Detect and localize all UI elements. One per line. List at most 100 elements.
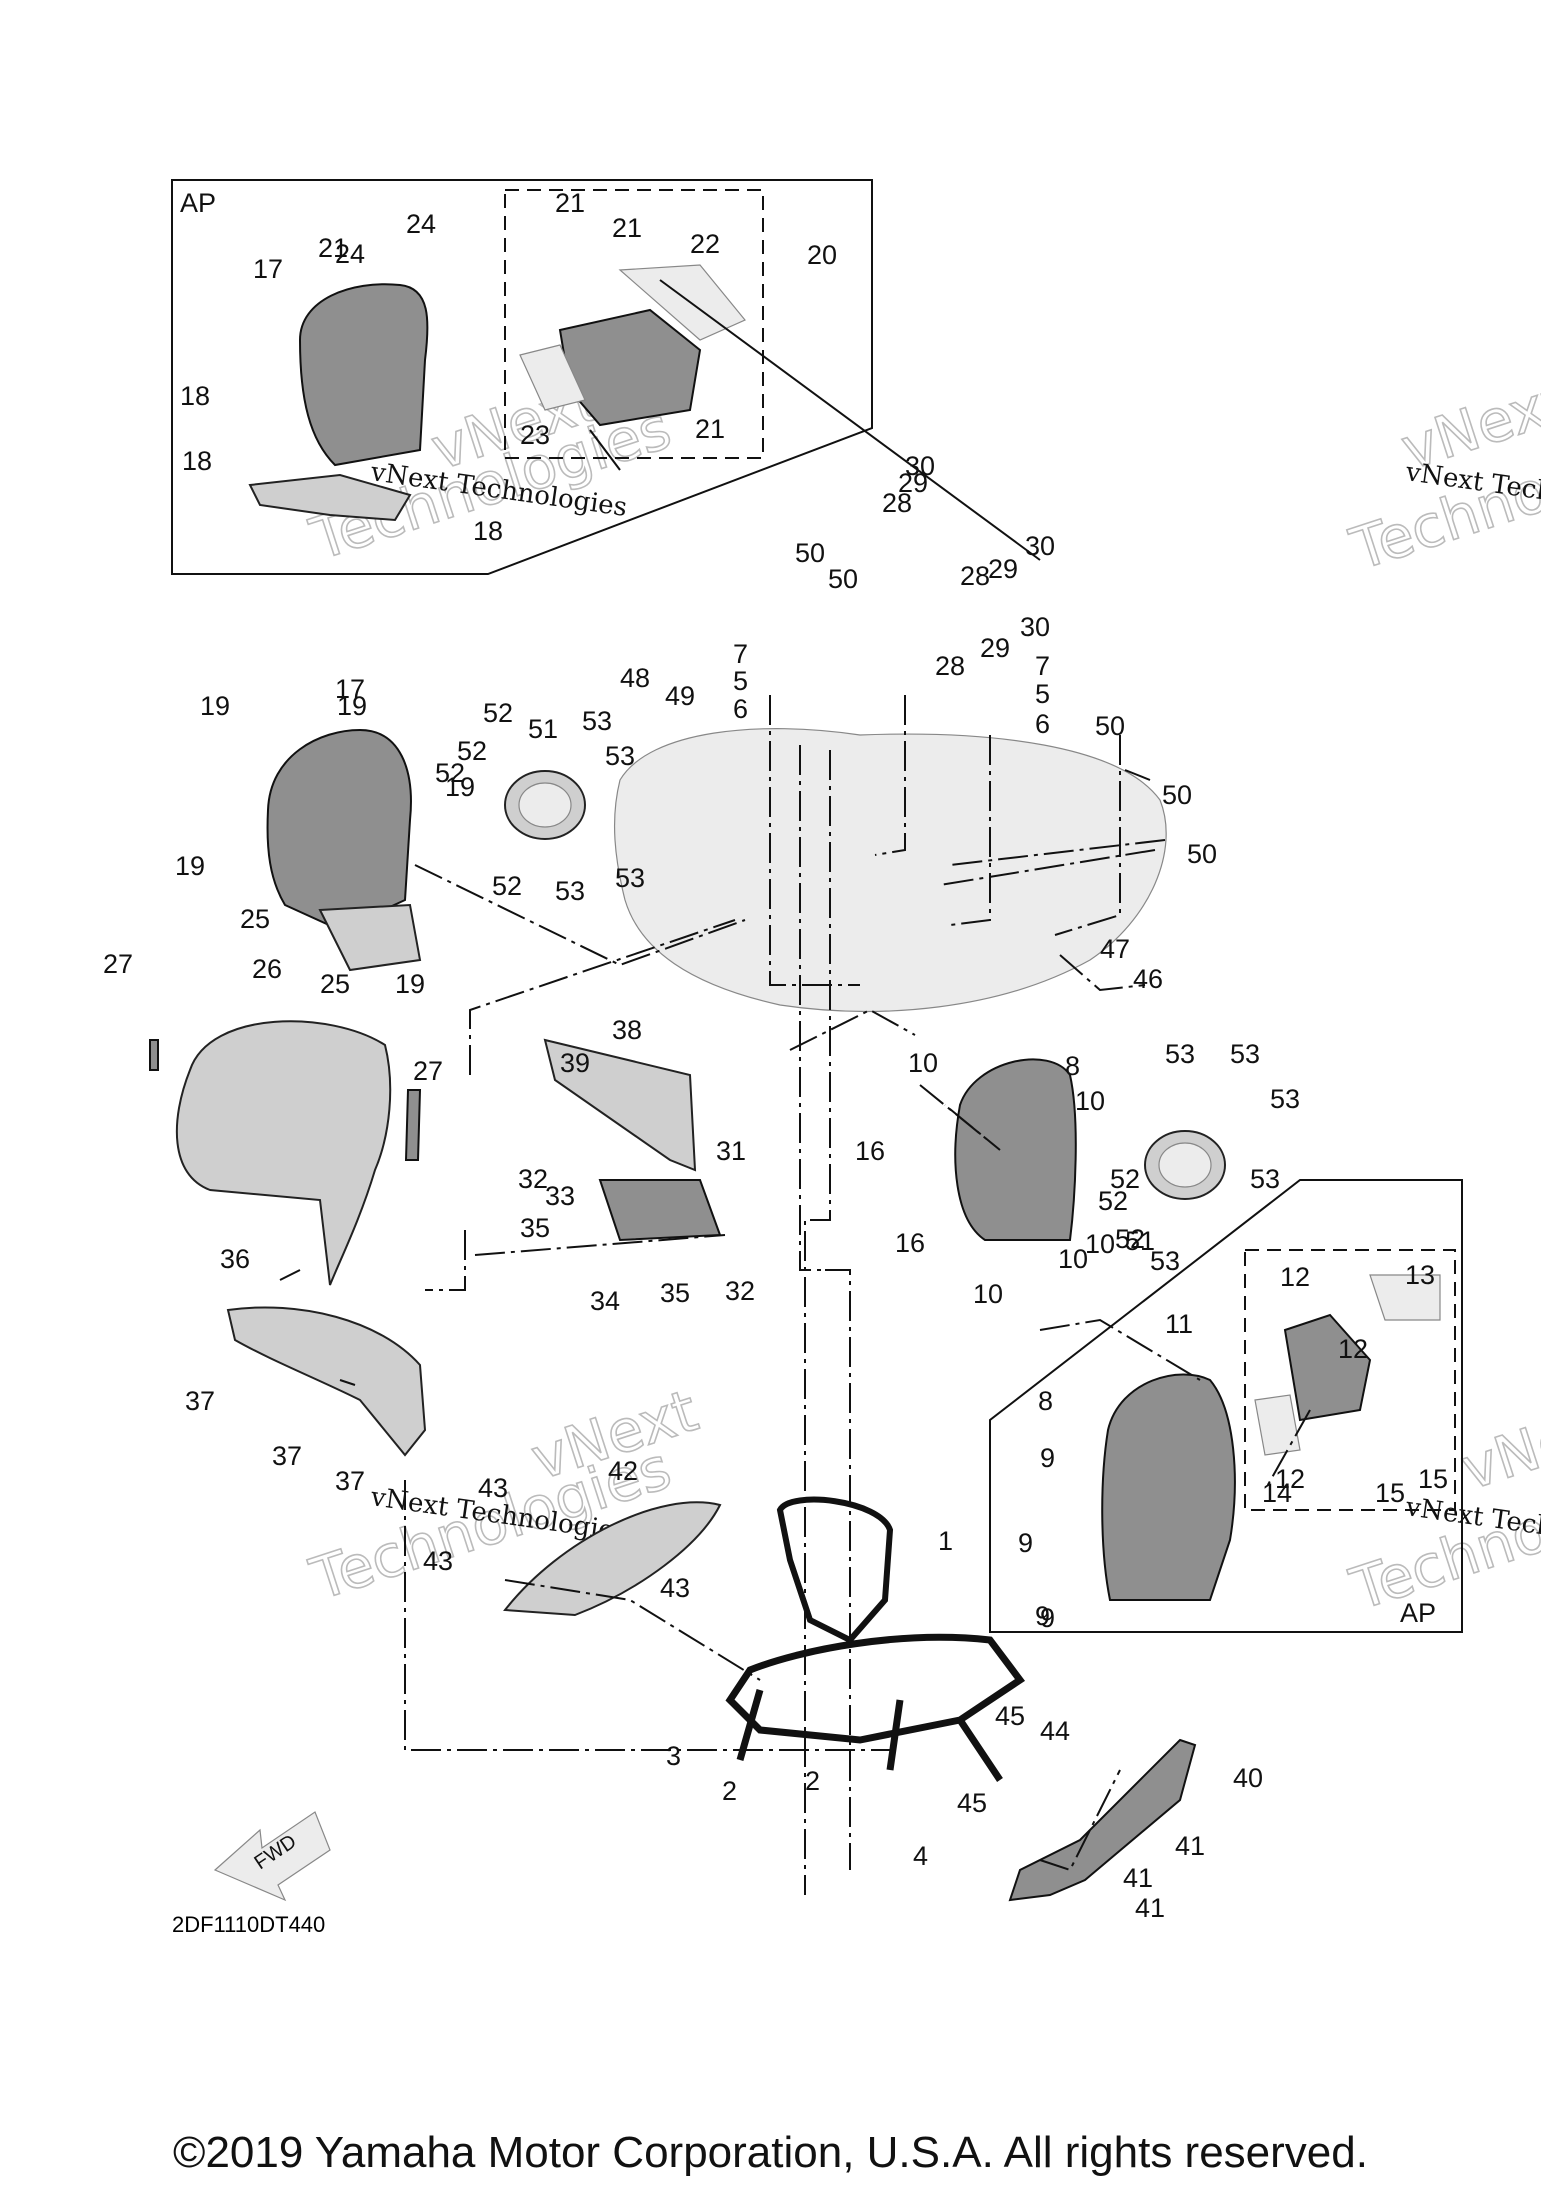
ap-label-right: AP <box>1400 1598 1436 1628</box>
callout: 30 <box>905 451 935 481</box>
callout: 10 <box>1058 1244 1088 1274</box>
callout-labels: 1 2 2 3 4 5 5 6 6 7 7 8 8 9 9 9 9 10 10 … <box>103 188 1448 1923</box>
trunk-lid-17 <box>266 728 422 972</box>
callout: 52 <box>483 698 513 728</box>
callout: 19 <box>200 691 230 721</box>
ap-inset-top: AP <box>171 179 873 575</box>
backrest-26 <box>149 1020 422 1286</box>
callout: 34 <box>590 1286 620 1316</box>
mesh-13 <box>1369 1274 1441 1321</box>
callout: 6 <box>733 694 748 724</box>
callout: 46 <box>1133 964 1163 994</box>
callout: 27 <box>413 1056 443 1086</box>
callout: 37 <box>335 1466 365 1496</box>
copyright-footer: ©2019 Yamaha Motor Corporation, U.S.A. A… <box>173 2128 1368 2177</box>
callout: 38 <box>612 1015 642 1045</box>
callout: 21 <box>612 213 642 243</box>
callout: 47 <box>1100 934 1130 964</box>
callout: 11 <box>1165 1309 1193 1339</box>
callout: 45 <box>957 1788 987 1818</box>
speaker-51-left <box>504 770 586 840</box>
callout: 16 <box>855 1136 885 1166</box>
callout: 9 <box>1018 1528 1033 1558</box>
mesh-23 <box>519 344 586 411</box>
callout: 32 <box>518 1164 548 1194</box>
ap-label-top: AP <box>180 188 216 218</box>
callout: 51 <box>528 714 558 744</box>
callout: 23 <box>520 420 550 450</box>
callout: 9 <box>1035 1601 1050 1631</box>
callout: 53 <box>1150 1246 1180 1276</box>
callout: 52 <box>457 736 487 766</box>
callout: 45 <box>995 1701 1025 1731</box>
callout: 49 <box>665 681 695 711</box>
callout: 10 <box>973 1279 1003 1309</box>
callout: 19 <box>395 969 425 999</box>
callout: 41 <box>1123 1863 1153 1893</box>
callout: 9 <box>1040 1443 1055 1473</box>
callout: 8 <box>1038 1386 1053 1416</box>
callout: 28 <box>882 488 912 518</box>
callout: 19 <box>175 851 205 881</box>
callout: 7 <box>733 639 748 669</box>
callout: 43 <box>478 1473 508 1503</box>
callout: 37 <box>185 1386 215 1416</box>
callout: 28 <box>935 651 965 681</box>
callout: 18 <box>182 446 212 476</box>
callout: 43 <box>423 1546 453 1576</box>
callout: 36 <box>220 1244 250 1274</box>
callout: 12 <box>1338 1334 1368 1364</box>
callout: 52 <box>435 758 465 788</box>
callout: 13 <box>1405 1260 1435 1290</box>
mesh-22 <box>618 264 746 341</box>
callout: 50 <box>1095 711 1125 741</box>
callout: 24 <box>335 239 365 269</box>
callout: 48 <box>620 663 650 693</box>
callout: 25 <box>240 904 270 934</box>
svg-text:vNext: vNext <box>1453 1386 1541 1503</box>
callout: 30 <box>1020 612 1050 642</box>
trunk-lid-ap-right <box>1101 1373 1236 1601</box>
callout: 52 <box>1115 1224 1145 1254</box>
callout: 15 <box>1418 1464 1448 1494</box>
callout: 14 <box>1262 1478 1292 1508</box>
bracket-40 <box>1008 1738 1197 1902</box>
fwd-arrow-icon: FWD <box>213 1811 331 1902</box>
callout: 43 <box>660 1573 690 1603</box>
callout: 24 <box>406 209 436 239</box>
callout: 5 <box>733 666 748 696</box>
callout: 18 <box>473 516 503 546</box>
callout: 50 <box>1187 839 1217 869</box>
callout: 28 <box>960 561 990 591</box>
callout: 20 <box>807 240 837 270</box>
callout: 10 <box>908 1048 938 1078</box>
leader-lines <box>279 279 1311 1895</box>
callout: 29 <box>980 633 1010 663</box>
callout: 50 <box>828 564 858 594</box>
callout: 53 <box>555 876 585 906</box>
callout: 53 <box>615 863 645 893</box>
callout: 39 <box>560 1048 590 1078</box>
callout: 53 <box>1270 1084 1300 1114</box>
callout: 44 <box>1040 1716 1070 1746</box>
callout: 21 <box>318 233 348 263</box>
callout: 17 <box>253 254 283 284</box>
callout: 17 <box>335 674 365 704</box>
callout: 18 <box>180 381 210 411</box>
callout: 51 <box>1125 1226 1155 1256</box>
callout: 35 <box>520 1213 550 1243</box>
callout: 31 <box>716 1136 746 1166</box>
callout: 15 <box>1375 1478 1405 1508</box>
trunk-lid-ap <box>298 283 429 467</box>
bracket-38-31 <box>543 1038 722 1242</box>
callout: 52 <box>492 871 522 901</box>
callout: 7 <box>1035 651 1050 681</box>
callout: 9 <box>1040 1603 1055 1633</box>
callout: 29 <box>988 554 1018 584</box>
callout: 5 <box>1035 679 1050 709</box>
callout: 10 <box>1075 1086 1105 1116</box>
callout: 4 <box>913 1841 928 1871</box>
callout: 16 <box>895 1228 925 1258</box>
callout: 50 <box>1162 780 1192 810</box>
ap-inset-right: AP <box>989 1179 1463 1633</box>
